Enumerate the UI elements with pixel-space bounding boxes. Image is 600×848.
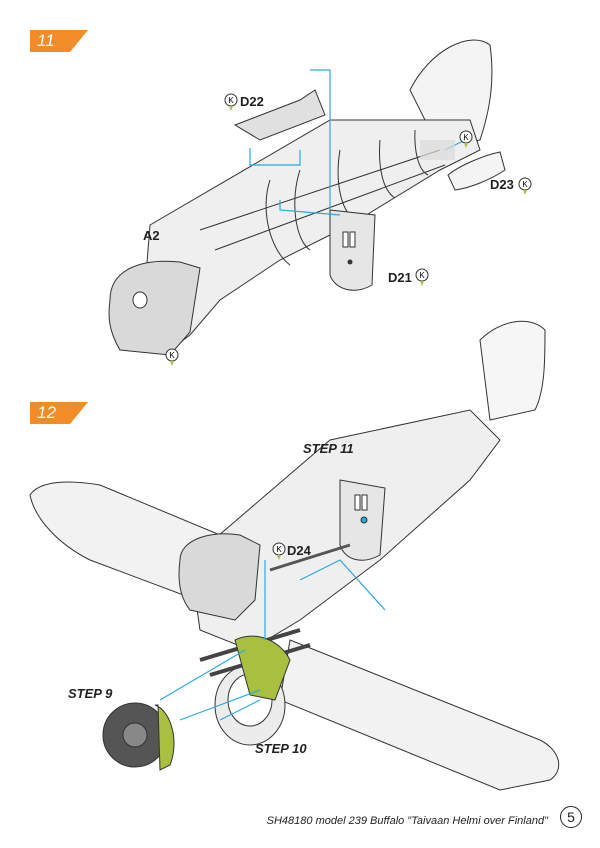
k-badge-letter: K — [419, 271, 425, 280]
step-12-flag: 12 — [30, 402, 88, 424]
k-badge-letter: K — [169, 351, 175, 360]
page-number: 5 — [560, 806, 582, 828]
step-ref-10: STEP 10 — [255, 741, 307, 756]
k-badge-letter: K — [228, 96, 234, 105]
step-ref-11: STEP 11 — [303, 441, 354, 456]
step-flag-shape — [30, 402, 88, 424]
step-flag-shape — [30, 30, 88, 52]
part-label-d24: D24 — [287, 543, 311, 558]
part-label-d23: D23 — [490, 177, 514, 192]
k-badge-letter: K — [276, 545, 282, 554]
k-badge-letter: K — [463, 133, 469, 142]
k-badge-icon: K — [415, 268, 429, 286]
part-label-a2: A2 — [143, 228, 160, 243]
k-badge-icon: K — [165, 348, 179, 366]
step-12-number: 12 — [37, 403, 56, 422]
k-badge-icon: K — [518, 177, 532, 195]
k-badge-icon: K — [224, 93, 238, 111]
part-label-d22: D22 — [240, 94, 264, 109]
k-badge-icon: K — [272, 542, 286, 560]
step-ref-9: STEP 9 — [68, 686, 113, 701]
step-11-flag: 11 — [30, 30, 88, 52]
k-badge-icon: K — [459, 130, 473, 148]
step-11-number: 11 — [37, 31, 55, 50]
part-label-d21: D21 — [388, 270, 412, 285]
k-badge-letter: K — [522, 180, 528, 189]
footer-caption: SH48180 model 239 Buffalo "Taivaan Helmi… — [266, 815, 548, 827]
